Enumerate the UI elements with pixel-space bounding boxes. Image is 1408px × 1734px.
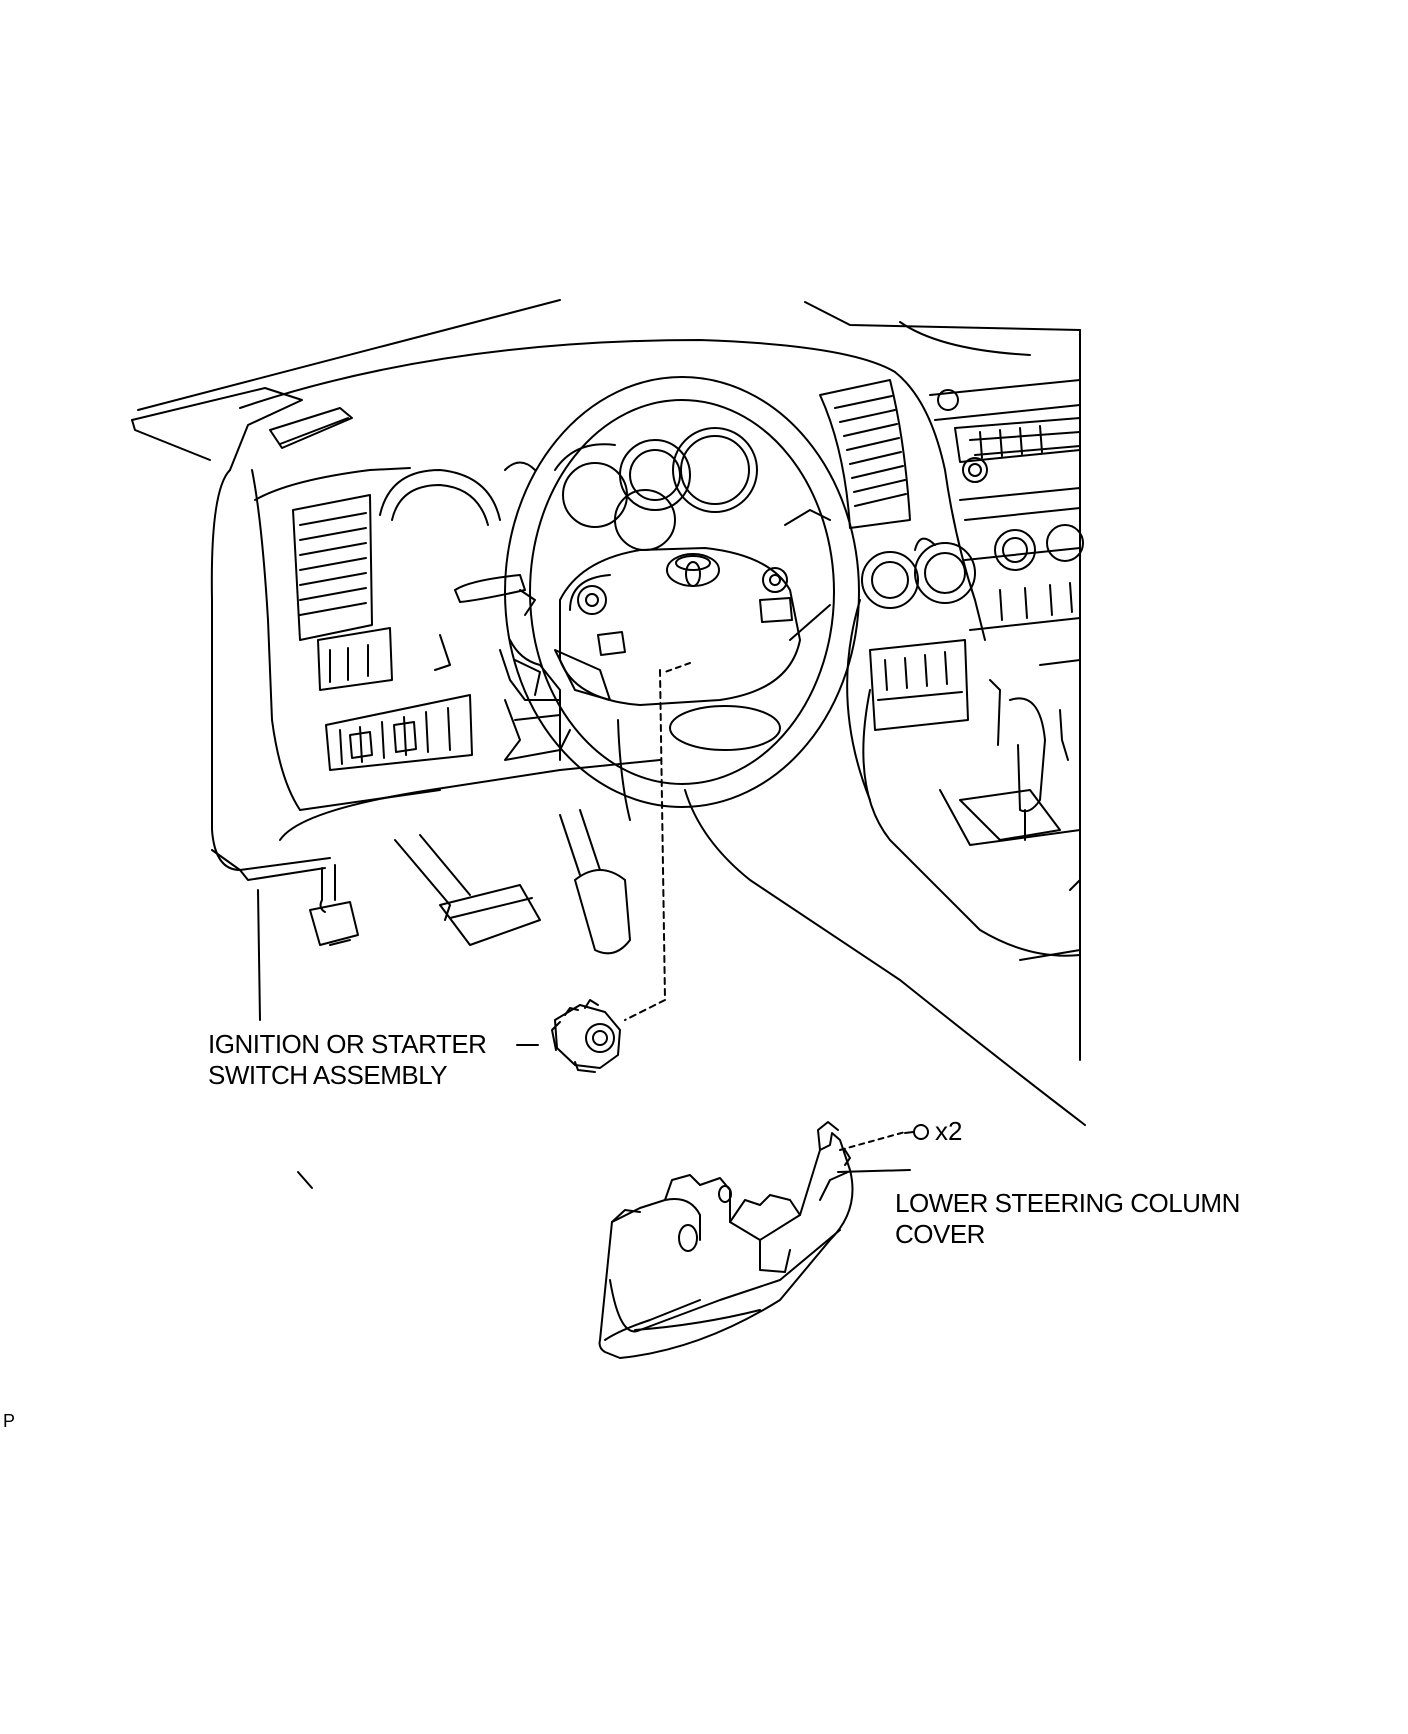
instrument-cluster (379, 427, 758, 551)
ignition-label-line1: IGNITION OR STARTER (208, 1029, 487, 1059)
cover-label-line1: LOWER STEERING COLUMN (895, 1188, 1240, 1218)
cover-label-line2: COVER (895, 1219, 985, 1249)
console-outline (846, 599, 1081, 957)
leader-lines (257, 662, 1086, 1189)
steering-column (509, 639, 631, 821)
pedals (309, 809, 631, 955)
steering-wheel (504, 376, 860, 808)
corner-marker: P (3, 1411, 16, 1431)
shift-lever (939, 659, 1081, 961)
steering-stalks (454, 574, 571, 761)
center-switch-panel (869, 639, 969, 731)
lower-steering-column-cover (598, 1121, 854, 1359)
ignition-label-line2: SWITCH ASSEMBLY (208, 1060, 448, 1090)
left-leader-line (257, 889, 261, 1021)
lower-steering-column-cover-label: LOWER STEERING COLUMN COVER (895, 1188, 1240, 1250)
ignition-dashed-line (624, 669, 666, 1021)
left-air-vent (292, 494, 373, 641)
screw-quantity-label: x2 (935, 1116, 963, 1146)
screw-dashed-line (839, 1131, 906, 1151)
right-air-vent (819, 379, 976, 609)
screw (904, 1124, 929, 1140)
toyota-logo (666, 553, 720, 587)
ignition-switch-label: IGNITION OR STARTER SWITCH ASSEMBLY (208, 1029, 487, 1091)
left-switch-panel (317, 627, 451, 691)
lower-switch-bank (325, 694, 473, 771)
dashboard-top (131, 299, 1081, 1061)
cover-leader-line (684, 789, 1086, 1126)
ignition-switch-assembly (551, 999, 621, 1073)
dashboard-panel (210, 467, 661, 881)
center-console (894, 371, 1084, 641)
